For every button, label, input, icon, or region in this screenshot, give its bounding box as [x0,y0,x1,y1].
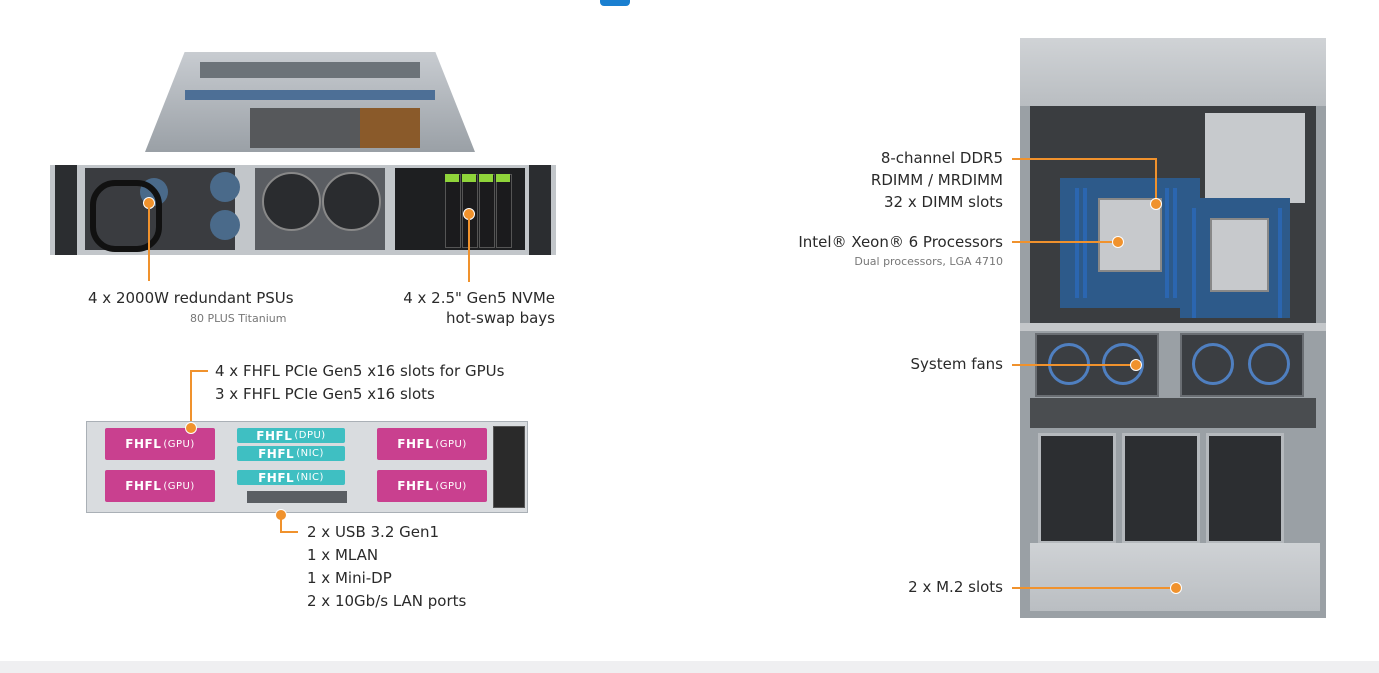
slot-nic-2: FHFL(NIC) [237,470,345,485]
memory-callout-dot [1150,198,1162,210]
cpu-callout-line [1012,241,1117,243]
nvme-label-line1: 4 x 2.5" Gen5 NVMe [403,289,555,307]
cpu-sublabel: Dual processors, LGA 4710 [854,255,1003,268]
io-ports [247,491,347,503]
pcie-label-line2: 3 x FHFL PCIe Gen5 x16 slots [215,385,435,403]
fans-callout-line [1012,364,1134,366]
slot-dpu: FHFL(DPU) [237,428,345,443]
footer-bar [0,661,1379,673]
memory-label-line3: 32 x DIMM slots [884,193,1003,211]
memory-label-line1: 8-channel DDR5 [880,149,1003,167]
m2-callout-dot [1170,582,1182,594]
header-accent [600,0,630,6]
m2-label: 2 x M.2 slots [908,578,1003,596]
psu-callout-line [148,205,150,281]
m2-callout-line [1012,587,1172,589]
pcie-label-line1: 4 x FHFL PCIe Gen5 x16 slots for GPUs [215,362,505,380]
io-label-line3: 1 x Mini-DP [307,569,392,587]
slot-gpu-3: FHFL(GPU) [377,428,487,460]
cpu-callout-dot [1112,236,1124,248]
io-label-line2: 1 x MLAN [307,546,379,564]
psu-sublabel: 80 PLUS Titanium [190,312,287,325]
psu-label: 4 x 2000W redundant PSUs [88,289,294,307]
slot-nic-1: FHFL(NIC) [237,446,345,461]
slot-gpu-2: FHFL(GPU) [105,470,215,502]
slot-gpu-1: FHFL(GPU) [105,428,215,460]
io-callout-vline [280,517,282,532]
io-label-line4: 2 x 10Gb/s LAN ports [307,592,467,610]
pcie-callout-dot [185,422,197,434]
nvme-label-line2: hot-swap bays [446,309,555,327]
fans-label: System fans [910,355,1004,373]
fans-callout-dot [1130,359,1142,371]
io-callout-hline [280,531,298,533]
memory-label-line2: RDIMM / MRDIMM [870,171,1003,189]
top-view-image [1020,38,1326,618]
rear-panel-image: FHFL(GPU) FHFL(GPU) FHFL(DPU) FHFL(NIC) … [86,421,528,513]
memory-callout-hline [1012,158,1157,160]
pcie-callout-vline [190,370,192,426]
cpu-label: Intel® Xeon® 6 Processors [798,233,1003,251]
io-label-line1: 2 x USB 3.2 Gen1 [307,523,440,541]
nvme-callout-line [468,216,470,282]
slot-gpu-4: FHFL(GPU) [377,470,487,502]
pcie-callout-hline [190,370,208,372]
front-chassis-image [50,50,556,260]
rear-psu-block [493,426,525,508]
memory-callout-vline [1155,158,1157,203]
